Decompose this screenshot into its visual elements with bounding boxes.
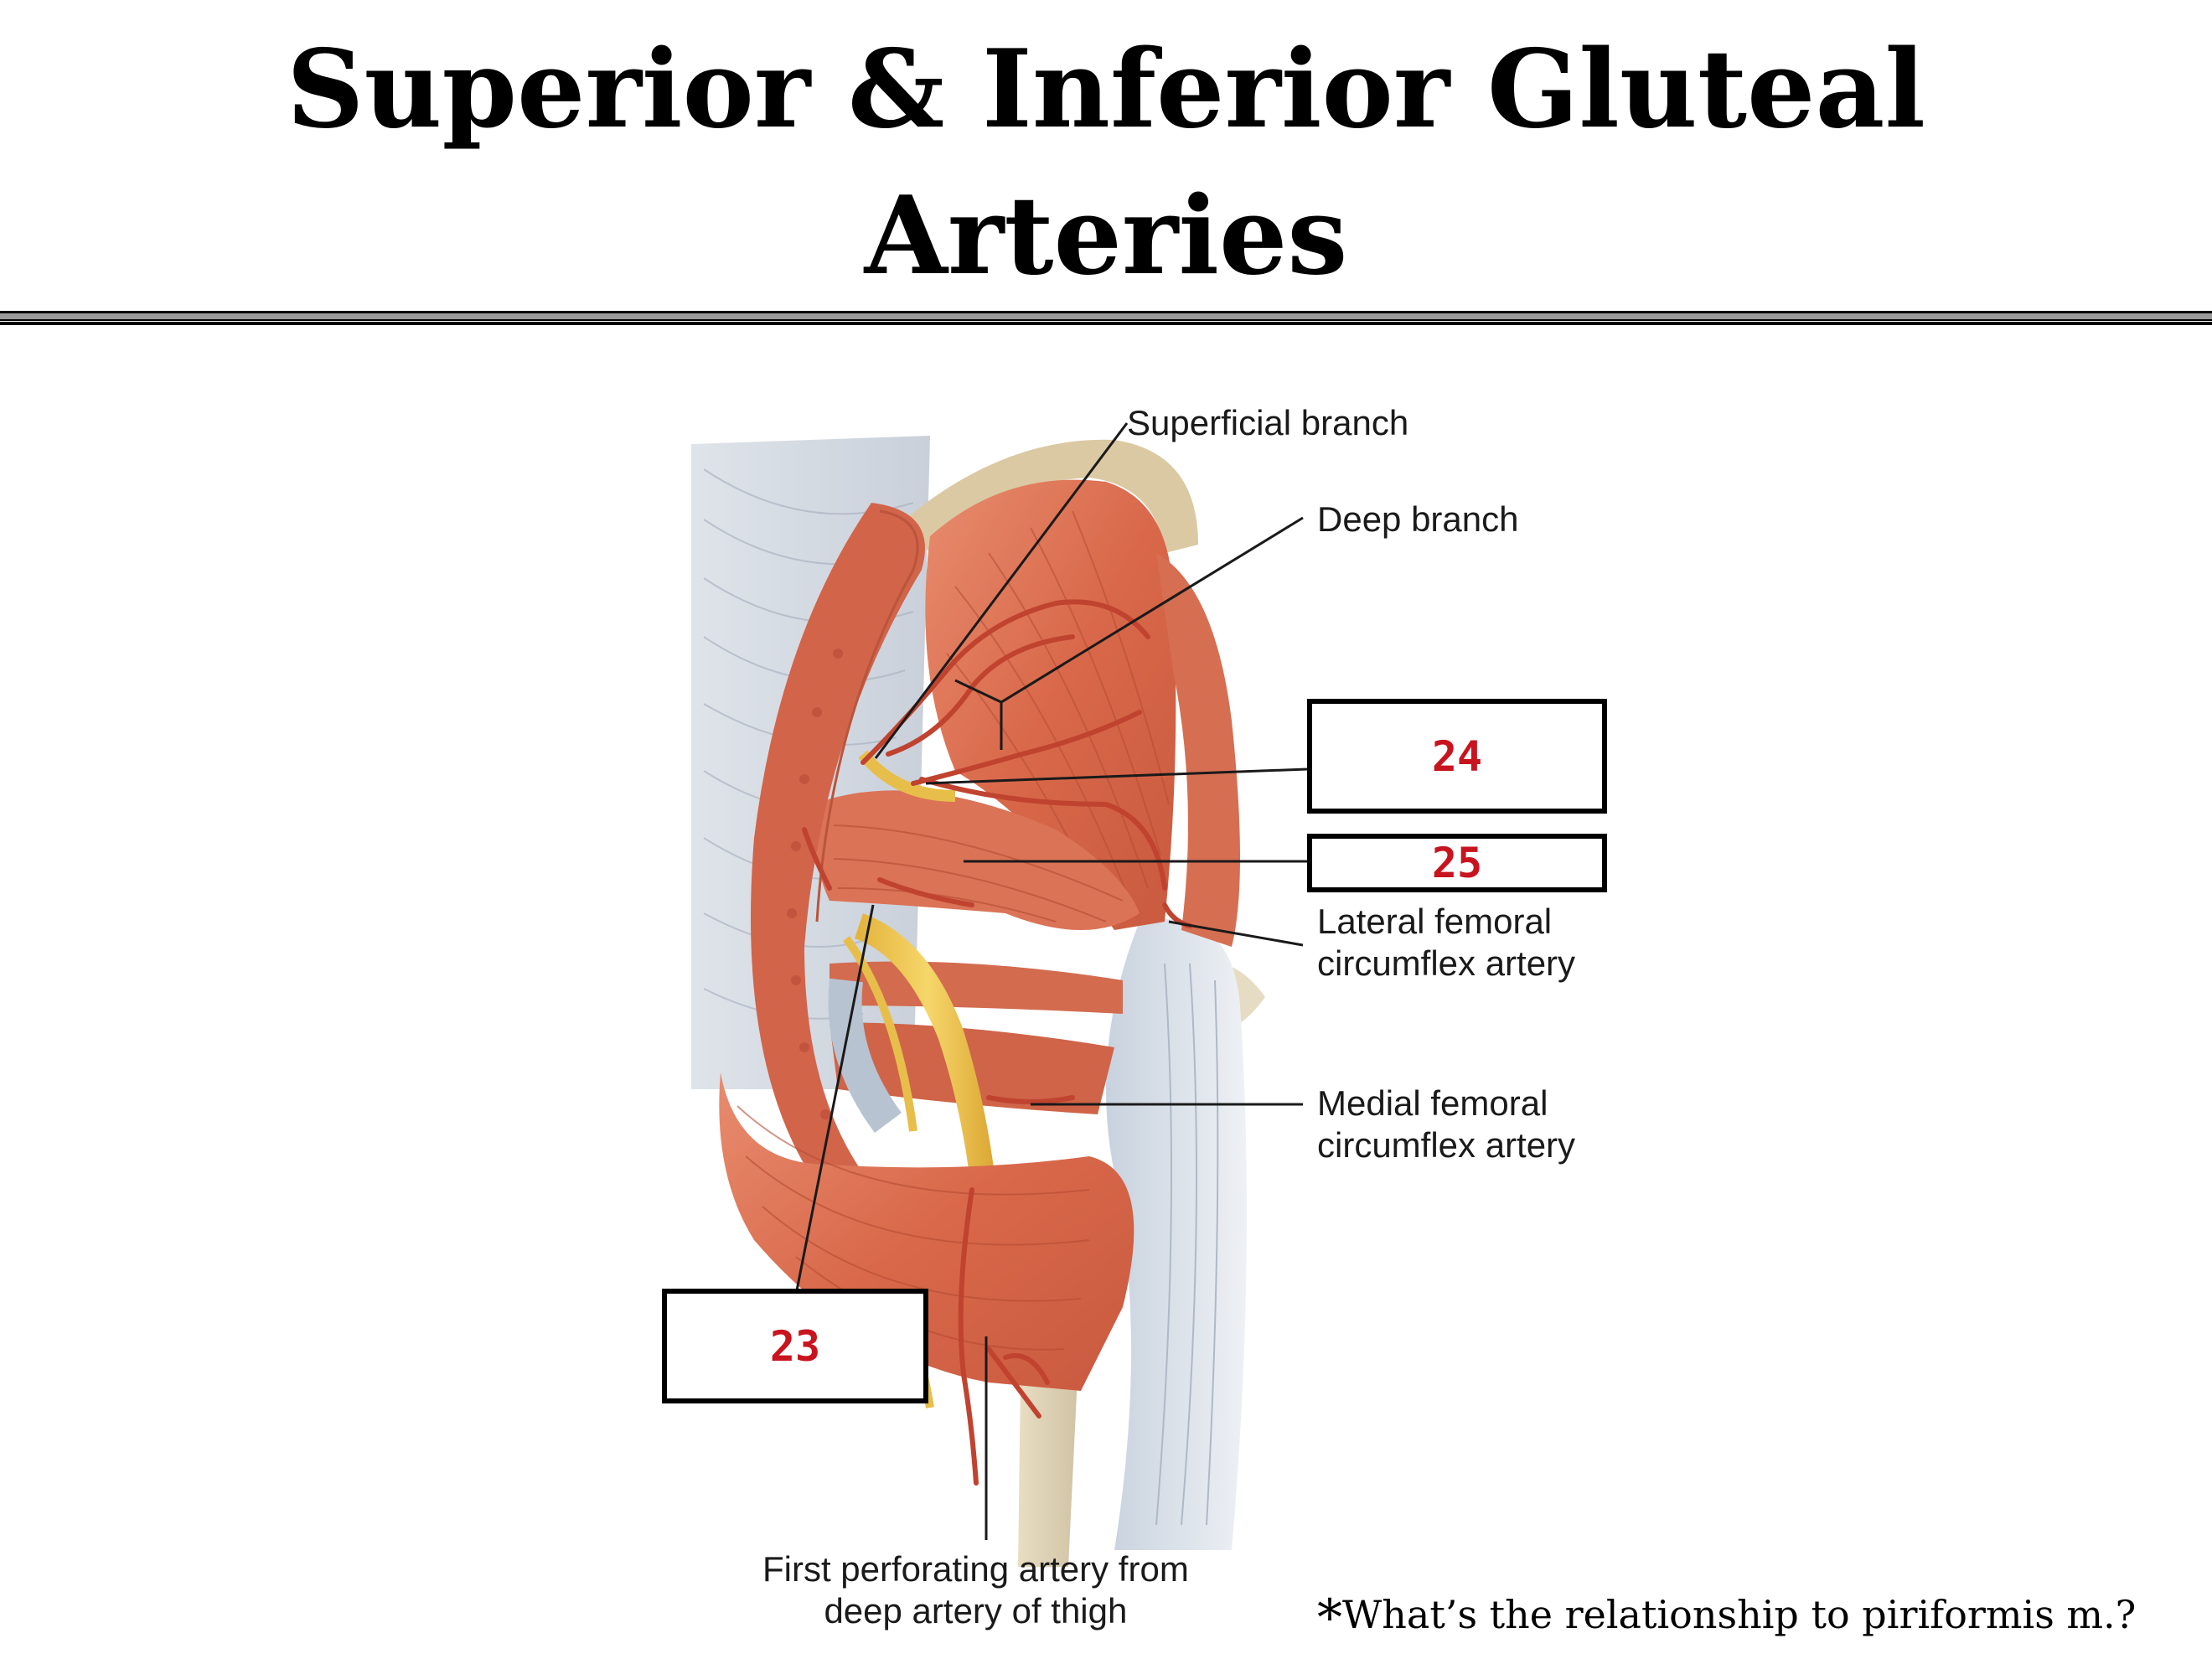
label-first-perforating-artery: First perforating artery from deep arter… <box>762 1548 1189 1632</box>
leader-lines <box>794 422 1308 1540</box>
title-line-2: Arteries <box>864 173 1348 299</box>
box-24-number: 24 <box>1431 731 1483 781</box>
slide-title: Superior & Inferior Gluteal Arteries <box>0 17 2212 310</box>
answer-box-25[interactable]: 25 <box>1307 834 1607 892</box>
note-text: What’s the relationship to piriformis m.… <box>1342 1592 2137 1637</box>
box-25-number: 25 <box>1431 839 1483 887</box>
label-lateral-femoral-circumflex: Lateral femoral circumflex artery <box>1317 901 1575 985</box>
label-lateral-line-2: circumflex artery <box>1317 943 1576 983</box>
iliac-crest <box>905 439 1198 553</box>
leader-box-23 <box>794 904 875 1295</box>
title-line-1: Superior & Inferior Gluteal <box>287 27 1925 152</box>
note-asterisk: * <box>1317 1589 1342 1647</box>
leader-lateral-femoral <box>1168 920 1304 947</box>
title-divider <box>0 311 2212 321</box>
label-first-perforating-line-1: First perforating artery from <box>762 1549 1189 1589</box>
gluteus-medius <box>925 479 1176 930</box>
title-divider-shadow <box>0 322 2212 325</box>
label-first-perforating-line-2: deep artery of thigh <box>824 1591 1128 1631</box>
label-medial-femoral-circumflex: Medial femoral circumflex artery <box>1317 1083 1575 1166</box>
box-23-number: 23 <box>769 1321 821 1371</box>
leader-deep-branch <box>954 516 1304 750</box>
piriformis-question: *What’s the relationship to piriformis m… <box>1317 1582 2137 1647</box>
label-medial-line-2: circumflex artery <box>1317 1125 1576 1165</box>
label-medial-line-1: Medial femoral <box>1317 1083 1548 1123</box>
label-superficial-branch: Superficial branch <box>1127 403 1409 442</box>
label-lateral-line-1: Lateral femoral <box>1317 902 1553 941</box>
answer-box-24[interactable]: 24 <box>1307 699 1607 814</box>
leader-superficial-branch <box>874 422 1129 759</box>
label-deep-branch: Deep branch <box>1317 499 1519 539</box>
gluteus-maximus <box>719 503 1240 1391</box>
iliotibial-tract <box>1106 919 1247 1550</box>
answer-box-23[interactable]: 23 <box>662 1289 928 1403</box>
leader-box-24 <box>925 767 1308 785</box>
